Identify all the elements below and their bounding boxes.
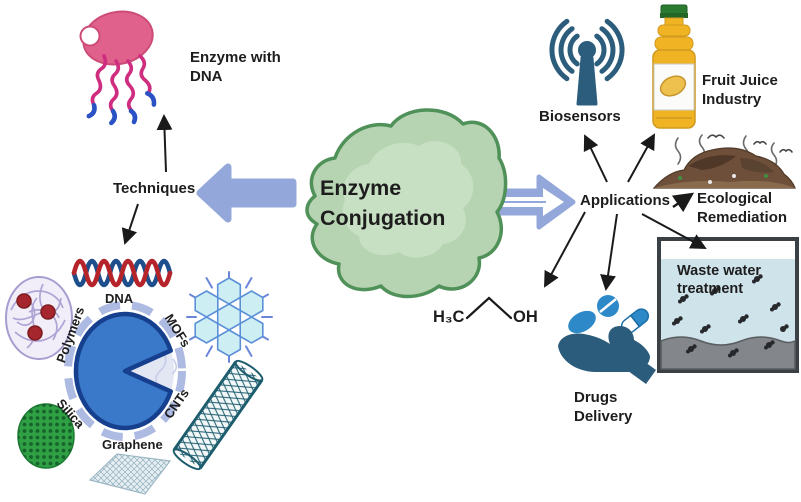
dna-strands bbox=[86, 54, 157, 126]
enzyme-with-dna-line2: DNA bbox=[190, 68, 223, 86]
hand bbox=[558, 326, 656, 384]
enzyme-body bbox=[82, 10, 154, 66]
fruit-juice-line2: Industry bbox=[702, 91, 762, 109]
compost-mound bbox=[652, 147, 796, 189]
graphene-mesh bbox=[90, 454, 170, 494]
enzyme-notch bbox=[79, 25, 101, 47]
cnt-icon bbox=[172, 359, 264, 471]
antenna-body bbox=[576, 56, 598, 106]
birds bbox=[707, 134, 793, 153]
arrow-techniques-to-materials bbox=[121, 203, 139, 245]
core-pacman bbox=[73, 311, 173, 431]
ecological-line1: Ecological bbox=[697, 190, 773, 207]
bottle-ring2 bbox=[654, 36, 694, 51]
tablet-score-line bbox=[599, 298, 617, 313]
enzyme-dna-icon bbox=[79, 10, 157, 126]
silica-dots bbox=[18, 404, 74, 468]
drugs-line2: Delivery bbox=[574, 408, 633, 426]
material-label-dna: DNA bbox=[105, 291, 134, 306]
compost-dark-patch-2 bbox=[740, 158, 774, 173]
fruit-juice-label: Fruit Juice Industry bbox=[702, 71, 778, 109]
arrow-applications-to-ecological bbox=[671, 192, 695, 213]
blob-highlight bbox=[342, 141, 474, 258]
enzyme-conjugation-blob bbox=[305, 108, 508, 299]
fruit-juice-line1: Fruit Juice bbox=[702, 72, 778, 89]
cnt-tube bbox=[172, 359, 264, 471]
biosensors-label: Biosensors bbox=[539, 108, 621, 125]
bottle-cap bbox=[660, 4, 688, 15]
compost-flecks bbox=[678, 174, 768, 184]
helix-red-strand bbox=[71, 258, 173, 288]
waste-water-label: Waste water treatment bbox=[677, 262, 761, 299]
silica-icon bbox=[17, 403, 75, 469]
enzyme-with-dna-label: Enzyme with DNA bbox=[190, 48, 281, 86]
waste-water-line1: Waste water bbox=[677, 263, 762, 279]
arrow-applications-to-biosensors bbox=[583, 134, 608, 183]
center-title: Enzyme Conjugation bbox=[320, 174, 445, 233]
ethanol-oh-label: OH bbox=[513, 308, 538, 326]
hand-pills-icon bbox=[558, 295, 656, 384]
signal-waves bbox=[549, 18, 625, 82]
drugs-delivery-label: Drugs Delivery bbox=[574, 388, 632, 426]
dashed-ring bbox=[64, 301, 186, 441]
bottle-cap-rim bbox=[660, 13, 688, 18]
tank-particles bbox=[672, 274, 789, 358]
ecological-line2: Remediation bbox=[697, 209, 788, 227]
ghost-squiggle-2 bbox=[171, 358, 178, 375]
juice-bottle-icon bbox=[652, 4, 696, 129]
antenna-head bbox=[578, 41, 596, 59]
center-title-line2: Conjugation bbox=[320, 205, 446, 230]
polymer-sphere-icon bbox=[5, 276, 73, 360]
mango bbox=[659, 75, 687, 97]
water-tank-icon bbox=[657, 237, 799, 373]
ecological-label: Ecological Remediation bbox=[697, 189, 787, 227]
mof-hexagons bbox=[194, 277, 264, 357]
compost-dark-patch bbox=[688, 155, 736, 170]
applications-label: Applications bbox=[580, 192, 671, 209]
waste-water-line2: treatment bbox=[677, 281, 744, 298]
material-label-graphene: Graphene bbox=[102, 437, 163, 452]
dna-helix-icon bbox=[71, 258, 173, 288]
drugs-line1: Drugs bbox=[574, 389, 618, 406]
left-arrow-icon bbox=[196, 163, 297, 223]
mof-icon bbox=[186, 271, 273, 363]
ethanol-h3c-label: H₃C bbox=[433, 308, 465, 326]
arrow-applications-to-drugs bbox=[600, 213, 618, 291]
left-arrow-shape bbox=[196, 163, 297, 223]
compost-icon bbox=[652, 134, 796, 189]
polymer-beads bbox=[16, 293, 56, 341]
techniques-label: Techniques bbox=[113, 180, 196, 197]
graphene-icon bbox=[88, 453, 172, 495]
compost-base bbox=[654, 180, 795, 188]
enzyme-core-icon bbox=[64, 301, 186, 441]
enzyme-with-dna-line1: Enzyme with bbox=[190, 49, 281, 66]
biosensor-icon bbox=[549, 18, 625, 106]
pill-oval bbox=[568, 310, 596, 334]
center-title-line1: Enzyme bbox=[320, 176, 402, 200]
bottle-ring1 bbox=[657, 24, 691, 37]
